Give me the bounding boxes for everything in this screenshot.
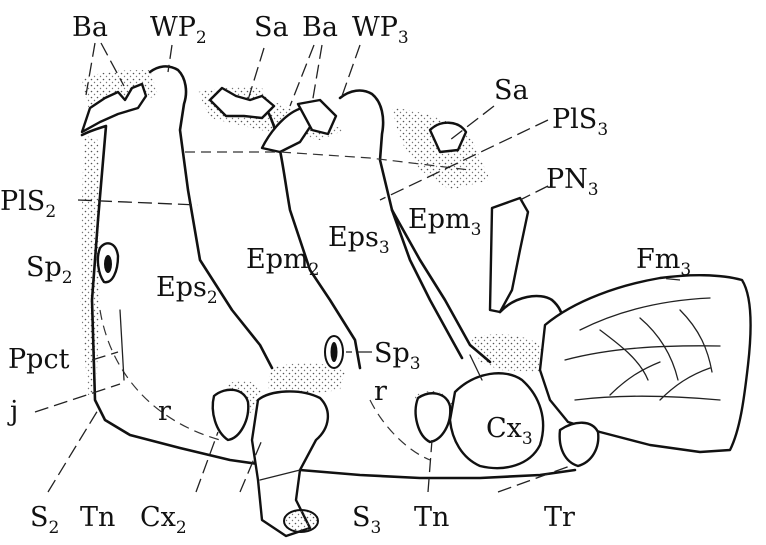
label-r-left: r [158, 396, 171, 427]
label-sa-top: Sa [254, 12, 289, 43]
label-epm3: Epm3 [408, 204, 481, 240]
label-sa-right: Sa [494, 75, 529, 106]
label-ba-left: Ba [72, 12, 108, 43]
label-sp3: Sp3 [374, 338, 421, 374]
label-pls3: PlS3 [552, 104, 608, 140]
label-eps2: Eps2 [156, 272, 218, 308]
label-s2: S2 [30, 502, 59, 538]
label-eps3: Eps3 [328, 222, 390, 258]
label-wp2: WP2 [150, 12, 207, 48]
label-cx2: Cx2 [140, 502, 187, 538]
label-pls2: PlS2 [0, 186, 56, 222]
label-ppct: Ppct [8, 344, 70, 375]
label-ba-mid: Ba [302, 12, 338, 43]
label-sp2: Sp2 [26, 252, 73, 288]
label-tr: Tr [544, 502, 575, 533]
label-r-right: r [374, 376, 387, 407]
label-wp3: WP3 [352, 12, 409, 48]
label-pn3: PN3 [546, 164, 599, 200]
label-j: j [7, 396, 18, 427]
label-s3: S3 [352, 502, 381, 538]
label-tn-right: Tn [414, 502, 449, 533]
label-epm2: Epm2 [246, 244, 319, 280]
label-tn-left: Tn [80, 502, 115, 533]
label-fm3: Fm3 [636, 244, 691, 280]
